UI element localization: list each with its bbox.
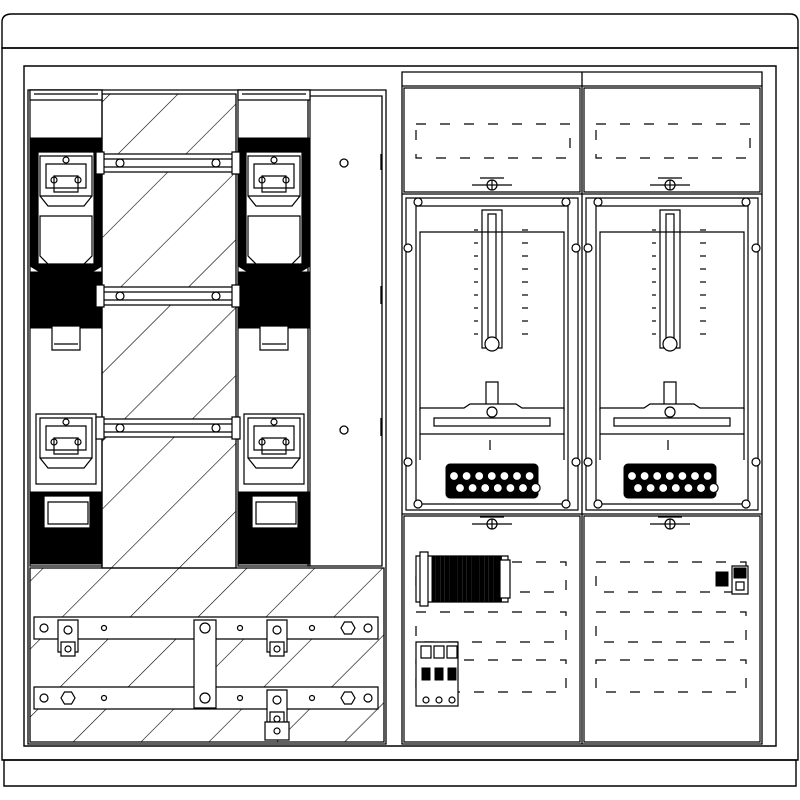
blank-plate: [308, 96, 382, 566]
blank-cover: [404, 88, 580, 192]
fuse-switch-columns: [30, 90, 310, 566]
meter-panels: [404, 198, 760, 510]
fuse-link-dark: [238, 272, 310, 328]
busbar: [96, 152, 240, 174]
meter-panel: [404, 198, 580, 510]
gauge-tube: [660, 210, 680, 348]
bottom-compartment: [404, 516, 580, 742]
cabinet-base: [4, 760, 796, 786]
lower-busbar-assembly: [34, 617, 378, 740]
three-pole-circuit-breaker: [416, 642, 458, 706]
hex-nut: [341, 692, 355, 704]
fuse-switch-column: [238, 90, 310, 566]
cabinet-roof: [2, 14, 798, 48]
bottom-compartment: [584, 516, 760, 742]
small-switch: [732, 566, 748, 594]
left-section: [28, 90, 386, 744]
terminal-block-rail: [416, 552, 510, 606]
small-relay: [716, 572, 728, 586]
hex-nut: [341, 622, 355, 634]
gauge-tube: [482, 210, 502, 348]
fuse-clamp-screw: [63, 157, 69, 163]
terminal-clamp: [58, 620, 78, 656]
busbar: [96, 417, 240, 439]
terminal-clamp: [267, 690, 287, 726]
fuse-link-dark: [30, 272, 102, 328]
horizontal-busbars: [96, 152, 240, 439]
busbar: [96, 285, 240, 307]
meter-panel: [584, 198, 760, 510]
hatched-panel-upper-1: [102, 94, 236, 568]
right-section: [402, 72, 762, 744]
fuse-clamp-screw: [63, 419, 69, 425]
hex-nut: [61, 692, 75, 704]
bottom-compartments: [404, 516, 760, 742]
fuse-clamp-screw: [271, 419, 277, 425]
top-blank-covers: [404, 88, 760, 192]
fuse-clamp-screw: [271, 157, 277, 163]
blank-cover: [584, 88, 760, 192]
terminal-clamp: [267, 620, 287, 656]
terminal-clamp: [265, 722, 289, 740]
cabinet-inner-frame: [24, 66, 776, 746]
fuse-switch-column: [30, 90, 102, 566]
vertical-link: [194, 620, 216, 708]
